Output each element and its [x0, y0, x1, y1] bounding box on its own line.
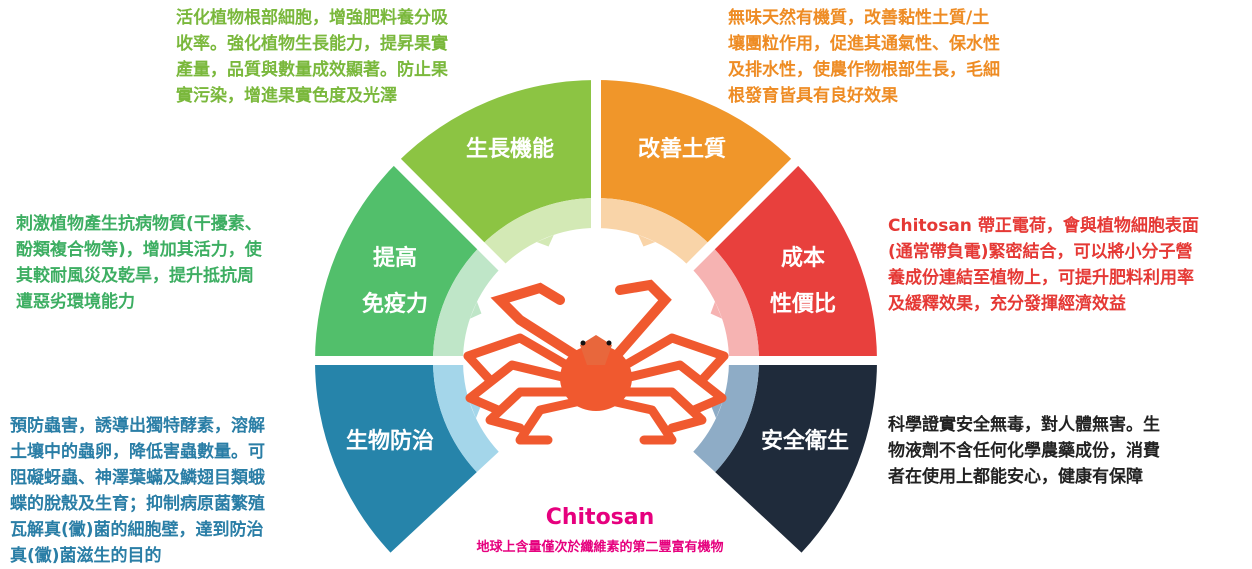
center-title: Chitosan: [545, 505, 655, 530]
biocontrol-description: 預防蟲害，誘導出獨特酵素，溶解 土壤中的蟲卵，降低害蟲數量。可 阻礙蚜蟲、神澤葉…: [10, 416, 265, 566]
immunity-description: 刺激植物產生抗病物質(干擾素、 酚類複合物等)，增加其活力，使 其較耐風災及乾旱…: [16, 214, 262, 312]
segment-gap: [387, 152, 515, 280]
soil-inner-band: [596, 198, 712, 267]
cost-label: 成本 性價比: [769, 246, 836, 317]
soil-description: 無味天然有機質，改善黏性土質/土 壤團粒作用，促進其通氣性、保水性 及排水性，使…: [728, 8, 1000, 106]
growth-notch: [536, 234, 554, 247]
soil-segment: [596, 80, 795, 246]
immunity-inner-band: [433, 245, 502, 361]
soil-label: 改善土質: [637, 137, 726, 162]
immunity-segment: [315, 162, 481, 361]
cost-notch: [710, 301, 723, 319]
cost-inner-band: [690, 245, 759, 361]
center-subtitle: 地球上含量僅次於纖維素的第二豐富有機物: [476, 540, 724, 555]
safety-segment: [715, 361, 877, 553]
growth-label: 生長機能: [465, 137, 554, 162]
safety-inner-band: [693, 361, 759, 473]
segment-gap: [677, 152, 805, 280]
soil-notch: [638, 234, 656, 247]
cost-segment: [711, 162, 877, 361]
growth-segment: [397, 80, 596, 246]
safety-label: 安全衛生: [760, 429, 849, 454]
crab-illustration: [463, 279, 729, 445]
growth-description: 活化植物根部細胞，增強肥料養分吸 收率。強化植物生長能力，提昇果實 產量，品質與…: [176, 8, 448, 106]
biocontrol-label: 生物防治: [345, 429, 434, 454]
immunity-label: 提高 免疫力: [361, 246, 428, 317]
cost-description: Chitosan 帶正電荷，會與植物細胞表面 (通常帶負電)緊密結合，可以將小分…: [888, 216, 1199, 314]
growth-inner-band: [480, 198, 596, 267]
immunity-notch: [469, 301, 482, 319]
biocontrol-inner-band: [433, 361, 499, 473]
safety-description: 科學證實安全無毒，對人體無害。生 物液劑不含任何化學農藥成份，消費 者在使用上都…: [888, 415, 1160, 487]
biocontrol-segment: [315, 361, 477, 553]
